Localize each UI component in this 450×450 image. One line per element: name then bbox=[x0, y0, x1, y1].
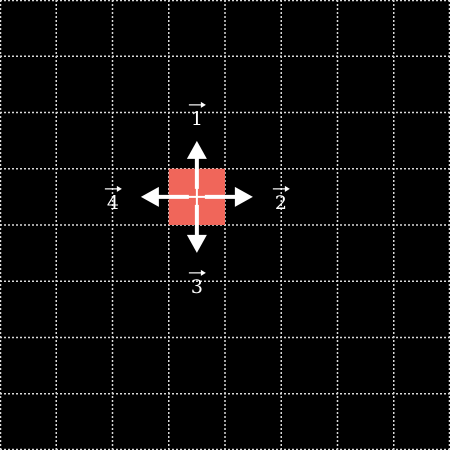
vector-arrowhead-icon bbox=[116, 185, 122, 192]
vector-arrowhead-icon bbox=[200, 101, 206, 108]
vector-arrowhead-icon bbox=[284, 185, 290, 192]
arrow-right-icon bbox=[234, 186, 253, 207]
action-label-down: 3 bbox=[188, 269, 206, 298]
arrow-down-icon bbox=[186, 234, 207, 253]
action-label-up: 1 bbox=[188, 101, 206, 130]
action-label-text: 1 bbox=[191, 108, 203, 130]
action-label-text: 2 bbox=[275, 192, 287, 214]
action-label-text: 4 bbox=[107, 192, 119, 214]
vector-arrowhead-icon bbox=[200, 269, 206, 276]
action-label-right: 2 bbox=[272, 185, 290, 214]
action-label-text: 3 bbox=[191, 276, 203, 298]
action-arrows: 1 2 3 4 bbox=[104, 101, 290, 298]
action-label-left: 4 bbox=[104, 185, 122, 214]
arrow-up-icon bbox=[186, 140, 207, 159]
arrow-left-icon bbox=[140, 186, 159, 207]
